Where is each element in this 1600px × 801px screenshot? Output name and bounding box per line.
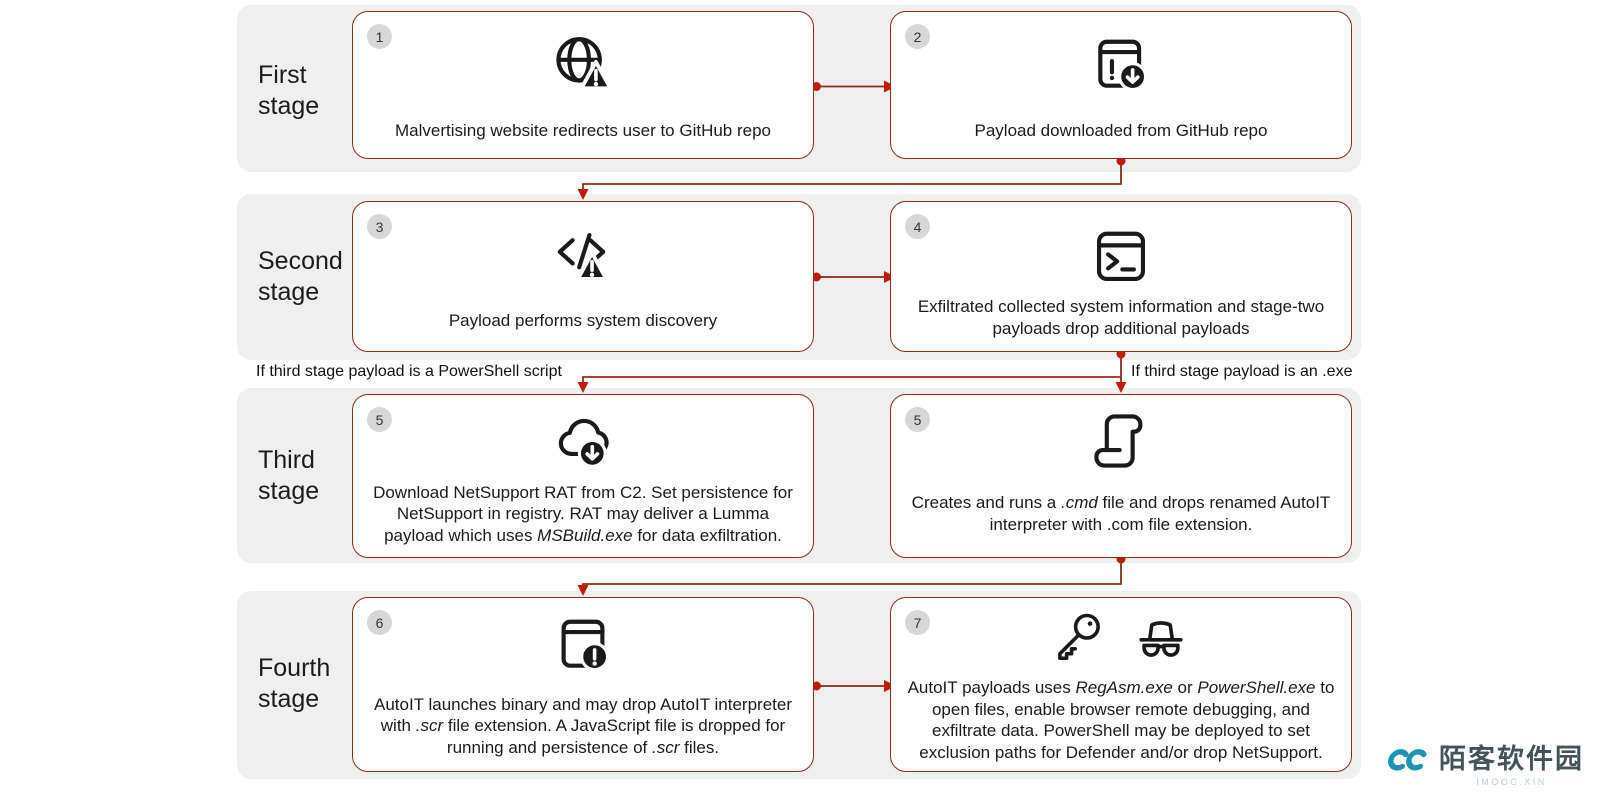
flow-box-text: AutoIT payloads uses RegAsm.exe or Power… bbox=[907, 678, 1335, 762]
watermark-title: 陌客软件园 bbox=[1439, 744, 1584, 774]
stage-label-fourth: Fourth stage bbox=[258, 654, 331, 713]
flow-box-7: 7 AutoIT payloads uses RegAsm.exe or Pow… bbox=[890, 597, 1352, 772]
cloud-download-icon bbox=[551, 410, 615, 472]
flow-box-3: 3 Payload performs system discovery bbox=[352, 201, 814, 352]
step-number-badge: 5 bbox=[905, 407, 930, 432]
globe-warning-icon bbox=[552, 34, 614, 96]
flow-box-2: 2 Payload downloaded from GitHub repo bbox=[890, 11, 1352, 159]
script-icon bbox=[1090, 410, 1152, 472]
spy-icon bbox=[1132, 611, 1190, 665]
flow-box-6: 6 AutoIT launches binary and may drop Au… bbox=[352, 597, 814, 772]
app-download-icon bbox=[1090, 34, 1152, 96]
flow-box-text: Download NetSupport RAT from C2. Set per… bbox=[373, 482, 793, 545]
app-alert-icon bbox=[552, 614, 614, 676]
watermark: 陌客软件园 IMOOC.XIN bbox=[1385, 737, 1584, 787]
step-number-badge: 5 bbox=[367, 407, 392, 432]
imooc-logo-icon bbox=[1385, 745, 1431, 780]
stage-label-first: First stage bbox=[258, 61, 320, 120]
step-number-badge: 7 bbox=[905, 610, 930, 635]
step-number-badge: 3 bbox=[367, 214, 392, 239]
flow-box-5-powershell: 5 Download NetSupport RAT from C2. Set p… bbox=[352, 394, 814, 558]
flow-box-text: Exfiltrated collected system information… bbox=[917, 297, 1325, 338]
step-number-badge: 1 bbox=[367, 24, 392, 49]
branch-label-exe: If third stage payload is an .exe bbox=[1131, 363, 1353, 380]
watermark-subtitle: IMOOC.XIN bbox=[1476, 777, 1547, 787]
step-number-badge: 4 bbox=[905, 214, 930, 239]
stage-label-third: Third stage bbox=[258, 446, 320, 505]
flow-box-text: AutoIT launches binary and may drop Auto… bbox=[373, 694, 792, 757]
flow-box-text: Creates and runs a .cmd file and drops r… bbox=[911, 493, 1331, 534]
stage-label-second: Second stage bbox=[258, 247, 343, 306]
flow-box-text: Payload downloaded from GitHub repo bbox=[974, 120, 1268, 140]
step-number-badge: 6 bbox=[367, 610, 392, 635]
flow-box-text: Malvertising website redirects user to G… bbox=[394, 120, 772, 140]
terminal-icon bbox=[1090, 226, 1152, 288]
flow-box-1: 1 Malvertising website redirects user to… bbox=[352, 11, 814, 159]
flow-box-5-exe: 5 Creates and runs a .cmd file and drops… bbox=[890, 394, 1352, 558]
flow-box-text: Payload performs system discovery bbox=[448, 310, 718, 330]
flow-box-4: 4 Exfiltrated collected system informati… bbox=[890, 201, 1352, 352]
code-warning-icon bbox=[552, 226, 614, 288]
step-number-badge: 2 bbox=[905, 24, 930, 49]
branch-label-powershell: If third stage payload is a PowerShell s… bbox=[256, 363, 562, 380]
key-icon bbox=[1052, 611, 1106, 665]
